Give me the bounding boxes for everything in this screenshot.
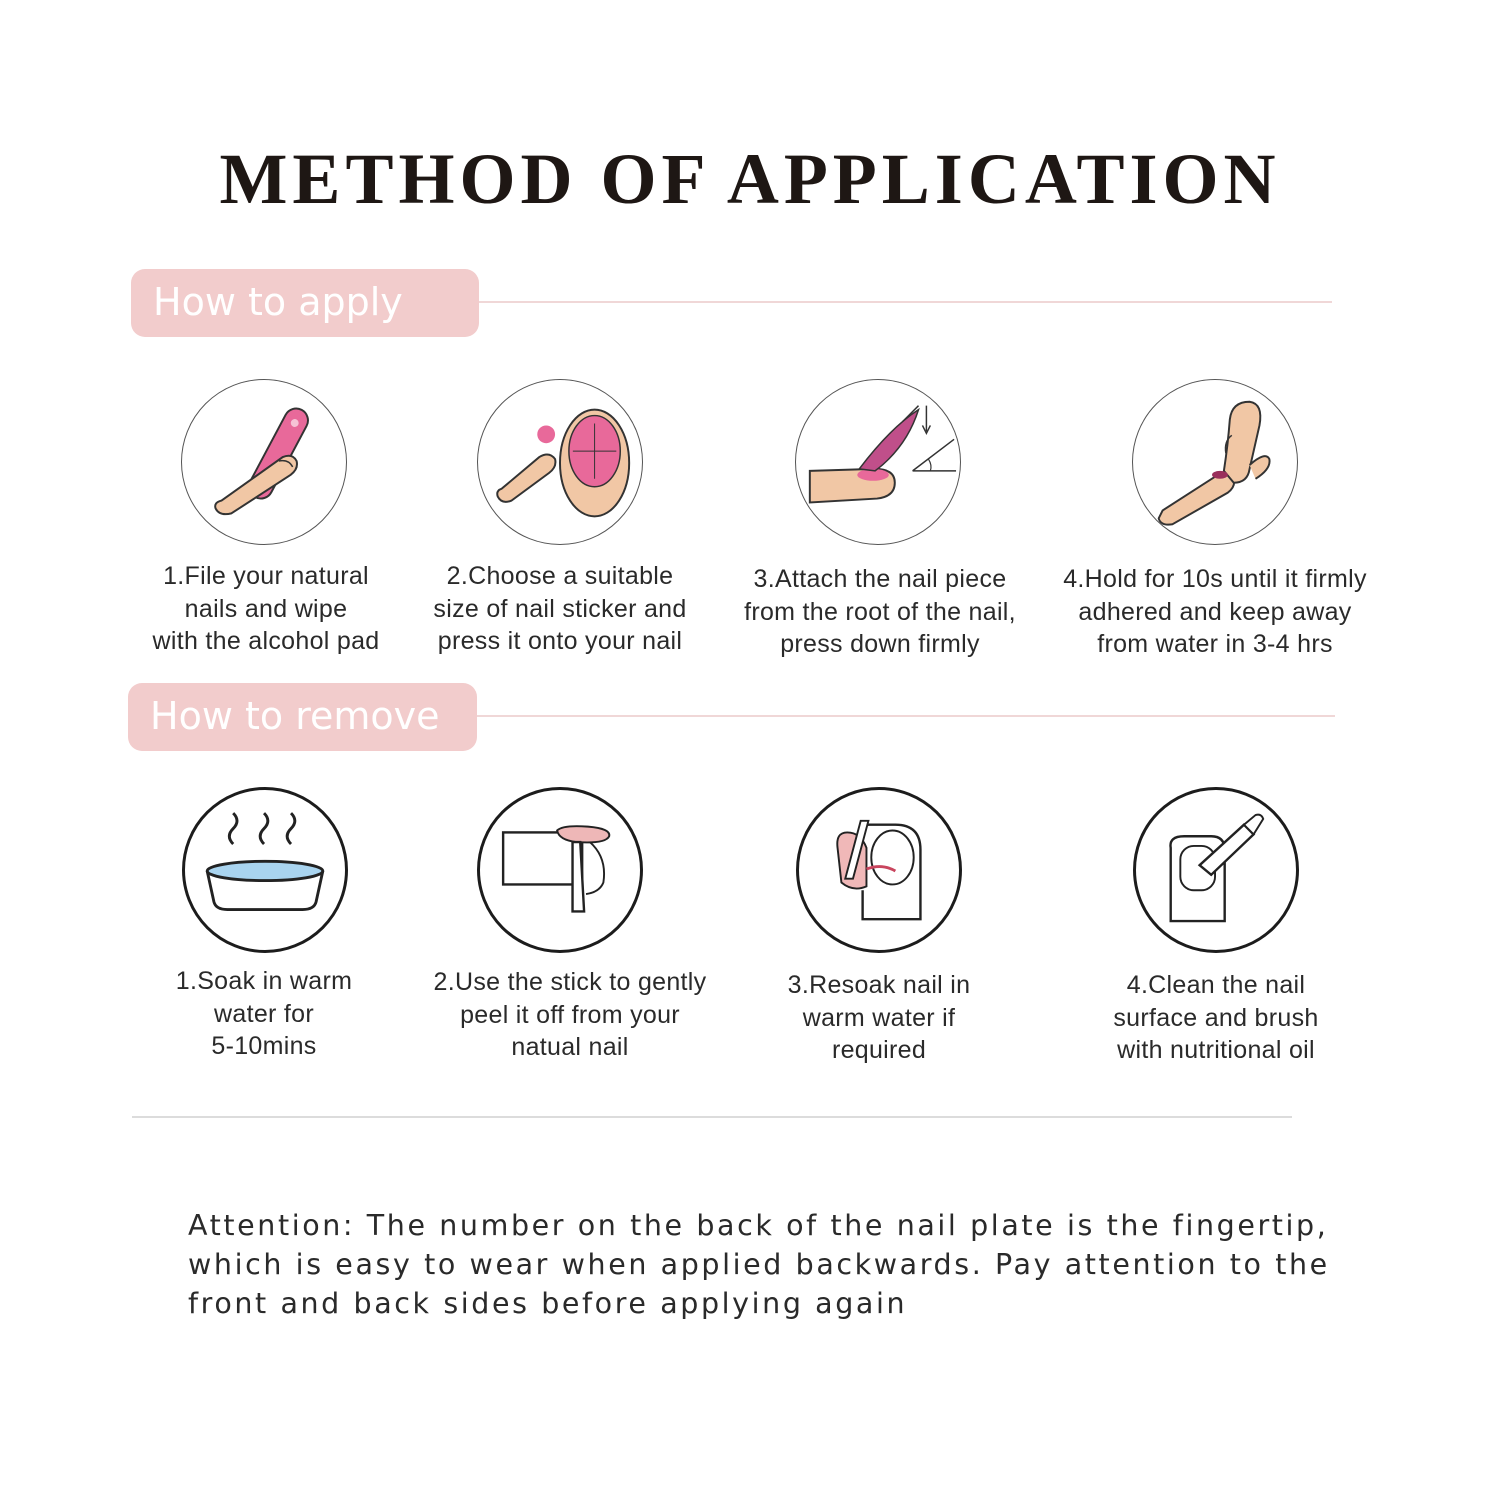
page-title: METHOD OF APPLICATION xyxy=(219,139,1281,219)
content-divider xyxy=(132,1116,1292,1118)
section-divider-remove xyxy=(477,715,1335,717)
nail-sticker-icon xyxy=(477,379,643,545)
warm-water-bowl-icon xyxy=(182,787,348,953)
resoak-nail-icon xyxy=(796,787,962,953)
press-hold-icon xyxy=(1132,379,1298,545)
nail-file-icon xyxy=(181,379,347,545)
oil-brush-icon xyxy=(1133,787,1299,953)
peel-stick-icon xyxy=(477,787,643,953)
section-header-apply: How to apply xyxy=(131,269,479,337)
attention-note: Attention: The number on the back of the… xyxy=(188,1209,1330,1320)
section-header-remove: How to remove xyxy=(128,683,477,751)
section-divider-apply xyxy=(479,301,1332,303)
attach-nail-icon xyxy=(795,379,961,545)
